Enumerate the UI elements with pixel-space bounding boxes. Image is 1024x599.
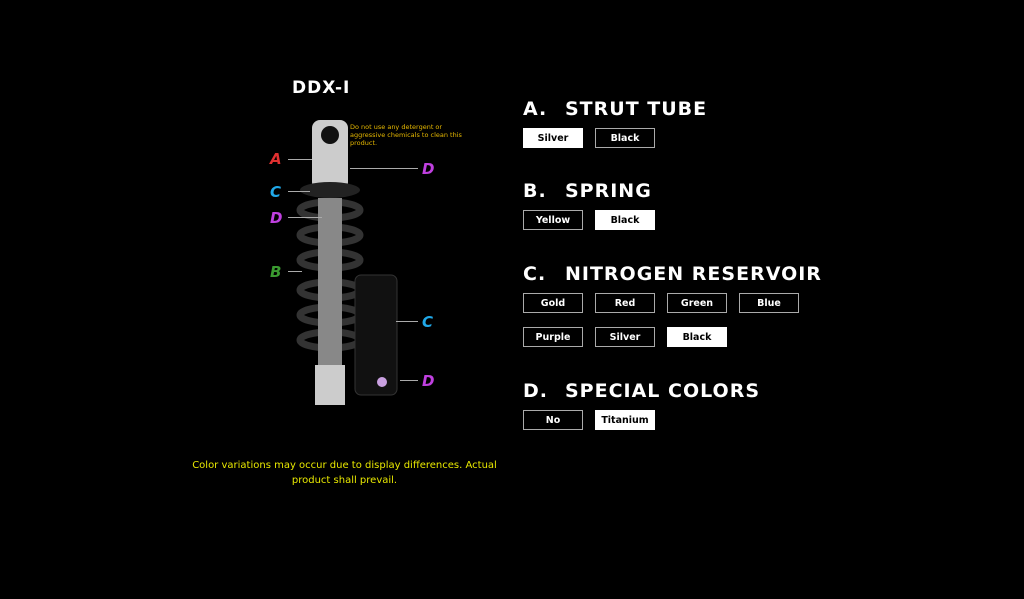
color-option-gold[interactable]: Gold bbox=[523, 293, 583, 313]
callout-line bbox=[288, 159, 312, 160]
callout-line bbox=[288, 271, 302, 272]
callout-c: C bbox=[422, 313, 434, 331]
color-option-black[interactable]: Black bbox=[595, 210, 655, 230]
section-special-colors: D. SPECIAL COLORS No Titanium bbox=[523, 380, 823, 430]
color-option-yellow[interactable]: Yellow bbox=[523, 210, 583, 230]
callout-d: D bbox=[422, 372, 435, 390]
callout-b: B bbox=[270, 263, 282, 281]
callout-line bbox=[400, 380, 418, 381]
color-option-red[interactable]: Red bbox=[595, 293, 655, 313]
damper-body bbox=[318, 198, 342, 368]
section-letter: B. bbox=[523, 180, 547, 202]
mount-hole bbox=[321, 126, 339, 144]
color-disclaimer: Color variations may occur due to displa… bbox=[192, 460, 497, 486]
callout-line bbox=[350, 168, 418, 169]
color-option-silver[interactable]: Silver bbox=[523, 128, 583, 148]
section-letter: C. bbox=[523, 263, 547, 285]
color-option-green[interactable]: Green bbox=[667, 293, 727, 313]
callout-line bbox=[396, 321, 418, 322]
option-group: No Titanium bbox=[523, 410, 823, 430]
section-title: NITROGEN RESERVOIR bbox=[565, 263, 822, 285]
shock-absorber-image bbox=[296, 120, 398, 405]
callout-d: D bbox=[422, 160, 435, 178]
titanium-bolt bbox=[377, 377, 387, 387]
callout-a: A bbox=[270, 150, 282, 168]
product-title: DDX-I bbox=[292, 78, 351, 98]
color-option-black[interactable]: Black bbox=[595, 128, 655, 148]
color-option-black[interactable]: Black bbox=[667, 327, 727, 347]
lower-clevis bbox=[315, 365, 345, 405]
section-strut-tube: A. STRUT TUBE Silver Black bbox=[523, 98, 823, 148]
callout-c: C bbox=[270, 183, 282, 201]
strut-top-mount bbox=[312, 120, 348, 190]
callout-line bbox=[288, 191, 310, 192]
color-option-silver[interactable]: Silver bbox=[595, 327, 655, 347]
section-spring: B. SPRING Yellow Black bbox=[523, 180, 823, 230]
section-letter: A. bbox=[523, 98, 548, 120]
section-title: SPECIAL COLORS bbox=[565, 380, 761, 402]
color-option-titanium[interactable]: Titanium bbox=[595, 410, 655, 430]
option-group: Yellow Black bbox=[523, 210, 823, 230]
callout-d: D bbox=[270, 209, 283, 227]
nitrogen-reservoir bbox=[354, 274, 398, 396]
care-warning: Do not use any detergent or aggressive c… bbox=[350, 123, 462, 147]
option-group: Silver Black bbox=[523, 128, 823, 148]
section-title: STRUT TUBE bbox=[565, 98, 708, 120]
section-title: SPRING bbox=[565, 180, 652, 202]
section-letter: D. bbox=[523, 380, 548, 402]
color-option-blue[interactable]: Blue bbox=[739, 293, 799, 313]
color-option-no[interactable]: No bbox=[523, 410, 583, 430]
callout-line bbox=[288, 217, 322, 218]
spring-seat bbox=[300, 182, 360, 198]
color-option-purple[interactable]: Purple bbox=[523, 327, 583, 347]
